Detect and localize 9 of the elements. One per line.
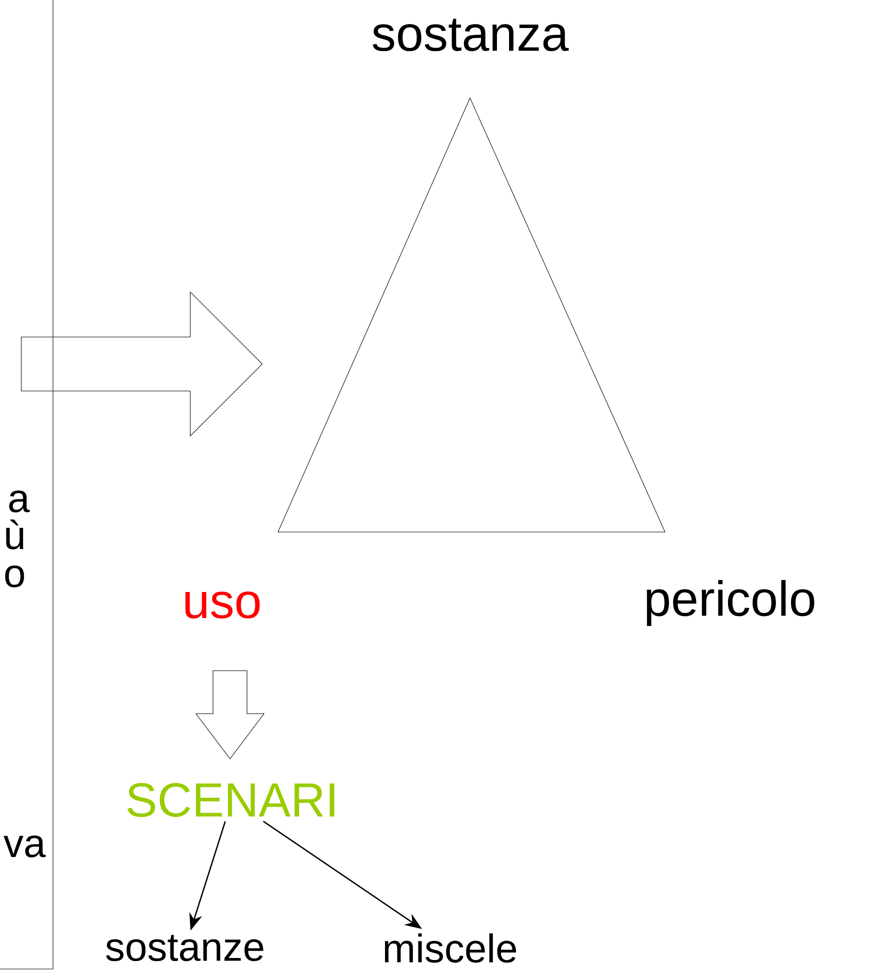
label: sostanze [106, 934, 264, 962]
block-arrow [21, 291, 263, 437]
text-panel: a ù o va [0, 0, 54, 970]
label: SCENARI [128, 783, 334, 817]
label: uso [185, 592, 260, 619]
label: sostanza [372, 18, 569, 52]
label: miscele [384, 933, 516, 963]
block-arrow [195, 670, 265, 760]
label: pericolo [646, 580, 814, 626]
